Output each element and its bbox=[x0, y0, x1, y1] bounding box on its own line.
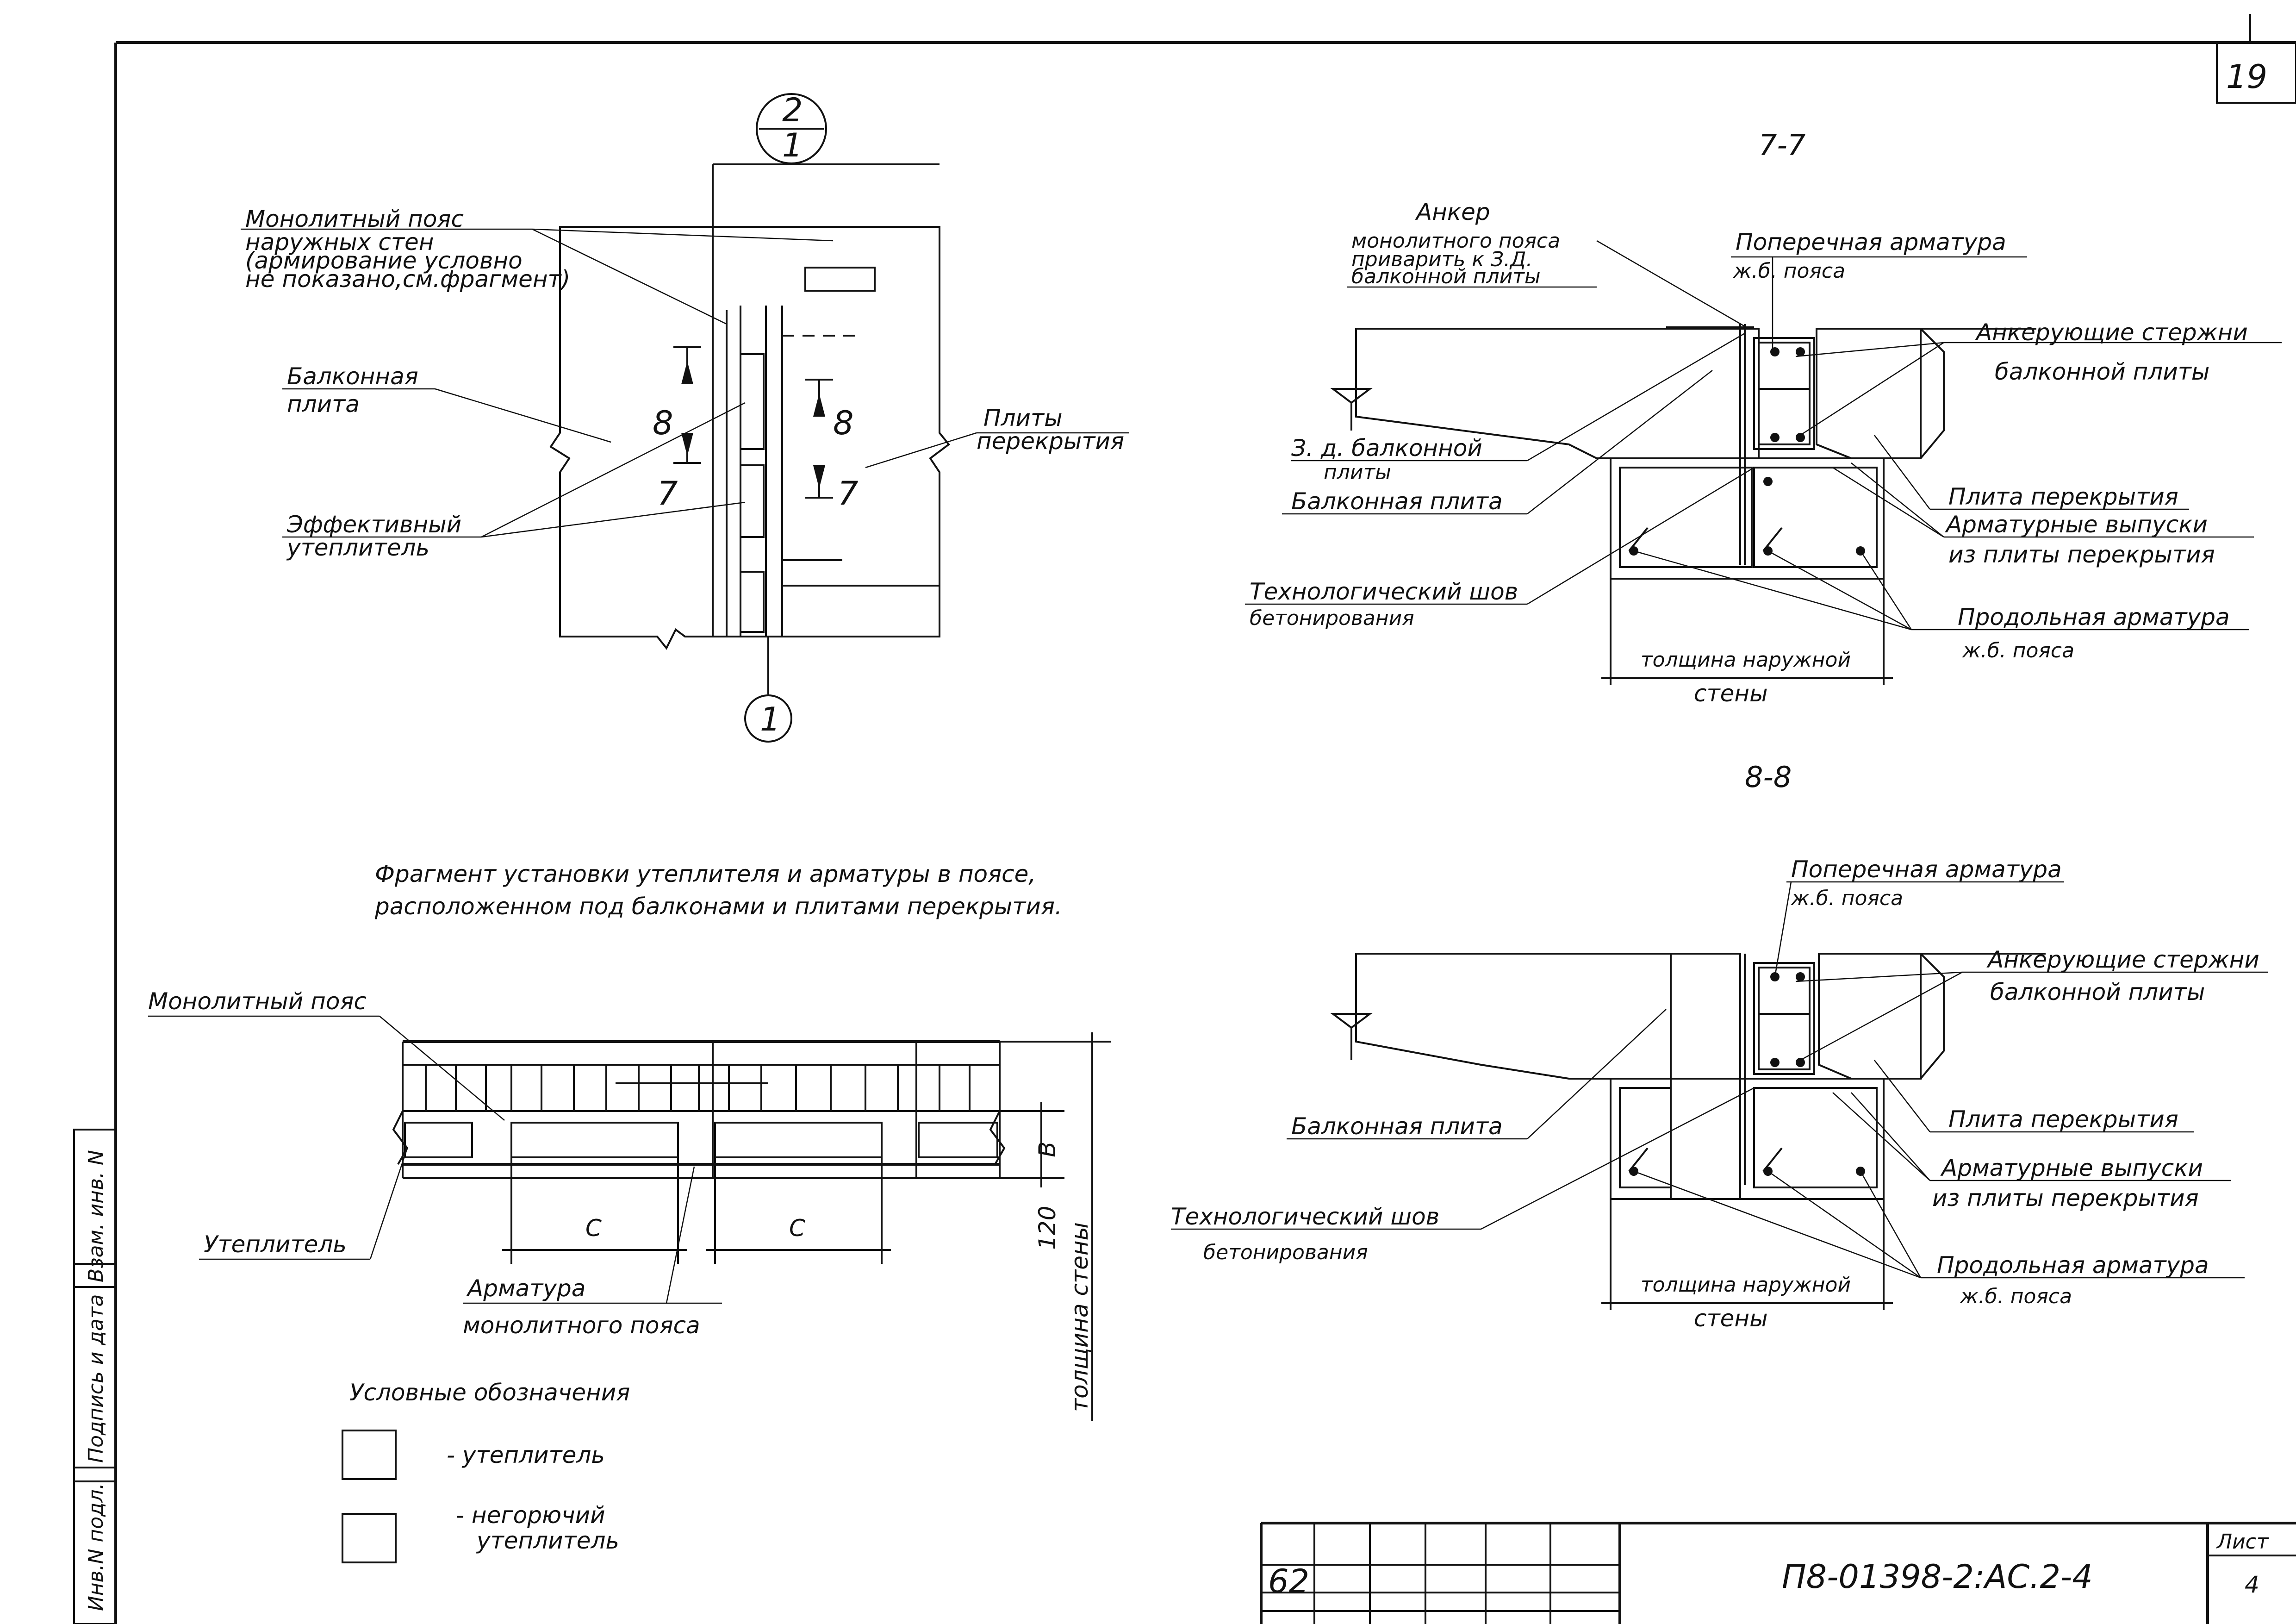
noncombustible-insulation-88 bbox=[1670, 953, 1741, 1080]
legend-item-1: - утеплитель bbox=[447, 1442, 605, 1468]
s77-anchor-rods-2: балконной плиты bbox=[1995, 358, 2209, 385]
cut-7-left: 7 bbox=[657, 475, 678, 512]
label-belt-4: не показано,см.фрагмент) bbox=[245, 266, 570, 293]
s88-anchor-rods-2: балконной плиты bbox=[1990, 979, 2205, 1006]
s88-thickness-1: толщина наружной bbox=[1641, 1273, 1851, 1297]
dim-c-2: C bbox=[789, 1215, 805, 1242]
section-mark-8-7-right bbox=[805, 379, 833, 499]
stamp-signature: Подпись и дата bbox=[84, 1294, 108, 1463]
insulation-block bbox=[740, 571, 765, 633]
label-fragment-belt: Монолитный пояс bbox=[148, 988, 367, 1015]
stamp-inv-podl: Инв.N подл. bbox=[84, 1483, 108, 1611]
label-fragment-rebar-2: монолитного пояса bbox=[463, 1312, 700, 1339]
label-belt-1: Монолитный пояс bbox=[245, 206, 464, 232]
section-8-8: 8-8 толщина наружной стены Попереч bbox=[1171, 760, 2268, 1332]
s77-anchor-1: Анкер bbox=[1415, 199, 1490, 225]
legend-swatch-noncombustible bbox=[342, 1513, 397, 1563]
s77-anchor-2: монолитного пояса bbox=[1351, 229, 1560, 253]
s77-joint-2: бетонирования bbox=[1250, 606, 1414, 630]
label-insulation-1: Эффективный bbox=[286, 511, 461, 538]
label-belt-2: наружных стен bbox=[245, 229, 434, 256]
s77-thickness-1: толщина наружной bbox=[1641, 648, 1851, 672]
node-bottom: 1 bbox=[782, 126, 803, 164]
s77-embed-2: плиты bbox=[1324, 461, 1391, 484]
s77-transverse-1: Поперечная арматура bbox=[1736, 229, 2006, 256]
s77-thickness-2: стены bbox=[1694, 680, 1768, 707]
s88-joint-1: Технологический шов bbox=[1171, 1203, 1439, 1230]
fragment-ties bbox=[425, 1042, 971, 1178]
s77-balcony: Балконная плита bbox=[1291, 488, 1503, 515]
node-top: 2 bbox=[782, 91, 803, 129]
stamp-vzam: Взам. инв. N bbox=[84, 1150, 108, 1282]
label-balcony-1: Балконная bbox=[287, 363, 418, 390]
page-number: 19 bbox=[2226, 58, 2267, 96]
s77-longit-1: Продольная арматура bbox=[1958, 604, 2230, 631]
noncombustible-insulation-block bbox=[804, 267, 876, 292]
s77-joint-1: Технологический шов bbox=[1250, 578, 1518, 605]
legend-item-2b: утеплитель bbox=[476, 1527, 619, 1554]
fragment-view: Фрагмент установки утеплителя и арматуры… bbox=[148, 861, 1111, 1421]
label-wall-thickness: толщина стены bbox=[1066, 1222, 1093, 1412]
s88-outlets-1: Арматурные выпуски bbox=[1940, 1155, 2203, 1181]
label-slabs-2: перекрытия bbox=[977, 428, 1124, 455]
drawing-code: П8-01398-2:АС.2-4 bbox=[1782, 1558, 2093, 1596]
s77-anchor-4: балконной плиты bbox=[1351, 265, 1541, 288]
dim-b: B bbox=[1034, 1142, 1061, 1157]
label-slabs-1: Плиты bbox=[983, 405, 1063, 431]
fragment-caption-2: расположенном под балконами и плитами пе… bbox=[374, 893, 1062, 920]
label-fragment-rebar-1: Арматура bbox=[466, 1275, 585, 1302]
s77-outlets-1: Арматурные выпуски bbox=[1945, 511, 2208, 538]
order-number: 62 bbox=[1268, 1562, 1309, 1600]
fragment-insulation bbox=[510, 1122, 679, 1158]
legend-swatch-insulation bbox=[342, 1430, 397, 1480]
legend: Условные обозначения - утеплитель - него… bbox=[342, 1379, 630, 1563]
cut-8-right: 8 bbox=[833, 404, 854, 442]
s88-anchor-rods-1: Анкерующие стержни bbox=[1986, 946, 2259, 973]
cut-7-right: 7 bbox=[838, 475, 859, 512]
side-stamp: Инв.N подл. Подпись и дата Взам. инв. N bbox=[73, 1129, 117, 1624]
s77-embed-1: З. д. балконной bbox=[1291, 435, 1482, 462]
label-balcony-2: плита bbox=[287, 391, 360, 418]
fragment-insulation bbox=[918, 1122, 998, 1158]
legend-item-2a: - негорючий bbox=[456, 1502, 605, 1529]
s77-outlets-2: из плиты перекрытия bbox=[1948, 541, 2215, 568]
s77-transverse-2: ж.б. пояса bbox=[1733, 259, 1845, 283]
legend-title: Условные обозначения bbox=[349, 1379, 630, 1406]
list-label: Лист bbox=[2216, 1530, 2269, 1554]
s88-transverse-2: ж.б. пояса bbox=[1791, 887, 1903, 910]
fragment-caption-1: Фрагмент установки утеплителя и арматуры… bbox=[375, 861, 1036, 887]
axis-bubble bbox=[744, 694, 792, 743]
section-7-7: 7-7 толщина наружной bbox=[1245, 128, 2282, 707]
s88-slab: Плита перекрытия bbox=[1948, 1106, 2178, 1133]
s88-balcony: Балконная плита bbox=[1291, 1113, 1503, 1140]
insulation-block bbox=[740, 353, 765, 450]
fragment-insulation bbox=[404, 1122, 473, 1158]
fragment-insulation bbox=[714, 1122, 883, 1158]
label-insulation-2: утеплитель bbox=[286, 534, 429, 561]
plan-view: 2 1 bbox=[241, 91, 1129, 743]
s77-longit-2: ж.б. пояса bbox=[1962, 639, 2074, 662]
cut-8-left: 8 bbox=[653, 404, 673, 442]
title-block: 62 П8-01398-2:АС.2-4 Лист 4 bbox=[1260, 1522, 2296, 1624]
dim-120: 120 bbox=[1034, 1206, 1061, 1250]
dim-c-1: C bbox=[585, 1215, 602, 1242]
list-number: 4 bbox=[2245, 1571, 2259, 1598]
label-belt-3: (армирование условно bbox=[245, 247, 523, 274]
s88-thickness-2: стены bbox=[1694, 1305, 1768, 1332]
insulation-block bbox=[740, 464, 765, 538]
s77-anchor-3: приварить к З.Д. bbox=[1351, 248, 1532, 271]
section-77-title: 7-7 bbox=[1759, 128, 1805, 162]
s88-longit-2: ж.б. пояса bbox=[1960, 1285, 2072, 1308]
s88-outlets-2: из плиты перекрытия bbox=[1932, 1185, 2199, 1212]
s88-longit-1: Продольная арматура bbox=[1937, 1252, 2209, 1279]
s88-transverse-1: Поперечная арматура bbox=[1791, 856, 2062, 883]
s88-joint-2: бетонирования bbox=[1203, 1241, 1368, 1264]
label-fragment-insulation: Утеплитель bbox=[204, 1231, 347, 1258]
section-mark-8-7-left bbox=[673, 346, 701, 464]
s77-anchor-rods-1: Анкерующие стержни bbox=[1975, 319, 2248, 346]
s77-slab: Плита перекрытия bbox=[1948, 483, 2178, 510]
section-88-title: 8-8 bbox=[1745, 760, 1792, 794]
axis-label: 1 bbox=[760, 700, 781, 738]
